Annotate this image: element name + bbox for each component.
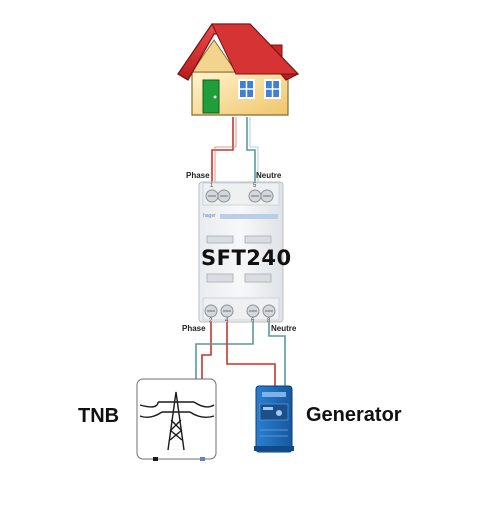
brand-label: hager xyxy=(203,213,216,219)
tnb-neutral-wire xyxy=(195,322,254,382)
model-label: SFT240 xyxy=(201,246,292,270)
bottom-neutral-label: Neutre xyxy=(271,324,297,333)
house-icon xyxy=(177,23,300,116)
terminal-1-label: 1 xyxy=(210,183,214,189)
tnb-phase-wire xyxy=(201,322,212,382)
source-feed-wires xyxy=(195,322,286,388)
terminal-4-label: 4 xyxy=(225,318,229,324)
terminal-5-label: 5 xyxy=(253,183,257,189)
top-phase-label: Phase xyxy=(186,171,210,180)
terminal-6-label: 6 xyxy=(251,318,255,324)
neutral-wire-top xyxy=(246,117,256,182)
gen-neutral-wire xyxy=(268,322,286,388)
top-neutral-label: Neutre xyxy=(256,171,282,180)
contactor-device xyxy=(198,181,284,323)
terminal-8-label: 8 xyxy=(267,318,271,324)
generator-label: Generator xyxy=(306,404,402,426)
inverter-charger-icon xyxy=(254,385,294,453)
bottom-phase-label: Phase xyxy=(182,324,206,333)
bottom-terminal-screws xyxy=(204,304,276,318)
power-pylon-icon xyxy=(136,378,217,461)
terminal-2-label: 2 xyxy=(209,318,213,324)
house-feed-wires xyxy=(211,117,259,182)
top-terminal-screws xyxy=(205,189,274,203)
tnb-label: TNB xyxy=(78,405,120,427)
phase-wire-top xyxy=(211,117,234,182)
gen-phase-wire xyxy=(226,322,276,388)
